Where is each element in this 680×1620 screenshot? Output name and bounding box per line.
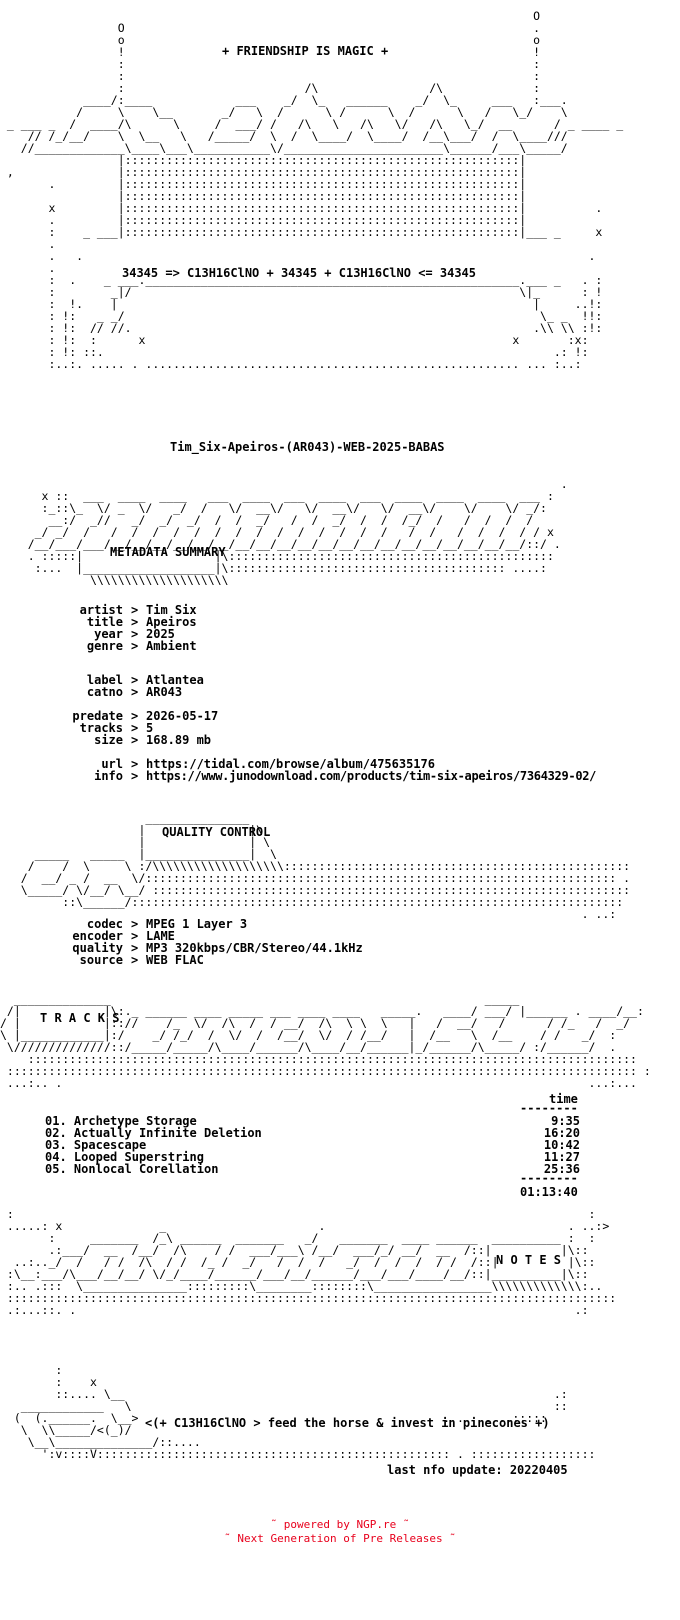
metadata-key: size	[94, 733, 123, 747]
ngp-tagline: ˜ Next Generation of Pre Releases ˜	[224, 1532, 456, 1545]
metadata-value: 2026-05-17	[146, 709, 219, 723]
track-title: Looped Superstring	[73, 1150, 204, 1164]
metadata-key: artist	[79, 603, 123, 617]
metadata-section-title: METADATA SUMMARY	[110, 545, 226, 559]
track-time: 25:36	[543, 1162, 580, 1176]
metadata-value: Apeiros	[146, 615, 197, 629]
motto-text: <(+ C13H16ClNO > feed the horse & invest…	[145, 1416, 550, 1430]
track-number: 01.	[45, 1114, 67, 1128]
metadata-value: 2025	[146, 627, 175, 641]
last-update: last nfo update: 20220405	[387, 1463, 568, 1477]
metadata-value: AR043	[146, 685, 183, 699]
quality-key: source	[79, 953, 123, 967]
metadata-value: Ambient	[146, 639, 197, 653]
time-header-rule: --------	[520, 1101, 578, 1115]
notes-section-title: N O T E S	[496, 1253, 562, 1267]
metadata-key: year	[94, 627, 123, 641]
track-time: 10:42	[543, 1138, 580, 1152]
total-rule: --------	[520, 1171, 578, 1185]
metadata-value: 168.89 mb	[146, 733, 212, 747]
track-time: 11:27	[543, 1150, 580, 1164]
track-time: 9:35	[551, 1114, 580, 1128]
track-row: 03. Spacescape 10:42	[45, 1139, 585, 1151]
track-row: 04. Looped Superstring 11:27	[45, 1151, 585, 1163]
track-row: 01. Archetype Storage 9:35	[45, 1115, 585, 1127]
quality-value: LAME	[146, 929, 175, 943]
quality-section-title: QUALITY CONTROL	[162, 825, 271, 839]
track-row: 02. Actually Infinite Deletion 16:20	[45, 1127, 585, 1139]
metadata-key: title	[86, 615, 123, 629]
info-link[interactable]: https://www.junodownload.com/products/ti…	[146, 769, 597, 783]
metadata-key: predate	[72, 709, 123, 723]
release-name: Tim_Six-Apeiros-(AR043)-WEB-2025-BABAS	[170, 440, 445, 454]
metadata-key: url	[101, 757, 123, 771]
tracks-ascii-art: ______________ _____ /| |\:._ ______ ___…	[0, 993, 651, 1089]
track-number: 03.	[45, 1138, 67, 1152]
metadata-value: 5	[146, 721, 154, 735]
track-time: 16:20	[543, 1126, 580, 1140]
track-row: 05. Nonlocal Corellation 25:36	[45, 1163, 585, 1175]
metadata-key: tracks	[79, 721, 123, 735]
quality-value: WEB FLAC	[146, 953, 204, 967]
track-title: Spacescape	[73, 1138, 147, 1152]
track-title: Archetype Storage	[73, 1114, 197, 1128]
chemical-formula: 34345 => C13H16ClNO + 34345 + C13H16ClNO…	[122, 266, 477, 280]
quality-key: codec	[86, 917, 123, 931]
tracks-section-title: T R A C K S	[40, 1011, 120, 1025]
quality-value: MPEG 1 Layer 3	[146, 917, 248, 931]
total-time: 01:13:40	[520, 1185, 578, 1199]
metadata-key: genre	[86, 639, 123, 653]
quality-key: encoder	[72, 929, 123, 943]
metadata-key: info	[94, 769, 123, 783]
metadata-key: catno	[86, 685, 123, 699]
track-title: Actually Infinite Deletion	[73, 1126, 262, 1140]
time-header: time	[549, 1092, 578, 1106]
track-title: Nonlocal Corellation	[73, 1162, 219, 1176]
metadata-value: Atlantea	[146, 673, 204, 687]
metadata-key: label	[86, 673, 123, 687]
track-number: 04.	[45, 1150, 67, 1164]
url-link[interactable]: https://tidal.com/browse/album/475635176	[146, 757, 435, 771]
metadata-value: Tim Six	[146, 603, 197, 617]
header-banner: + FRIENDSHIP IS MAGIC +	[222, 44, 389, 58]
header-ascii-art: O O . o o !	[6, 10, 624, 370]
quality-key: quality	[72, 941, 123, 955]
quality-value: MP3 320kbps/CBR/Stereo/44.1kHz	[146, 941, 363, 955]
notes-ascii-art: : : .....: x _ . . ..:> : _______ /_\	[6, 1208, 617, 1316]
metadata-ascii-art: . x :: ___ ____ ____ ___ ____ ___ ____ _…	[27, 478, 568, 586]
powered-by[interactable]: ˜ powered by NGP.re ˜	[270, 1518, 410, 1531]
quality-ascii-art: _______________ | |\ | | \ _____ _____ |…	[20, 812, 631, 920]
footer-ascii-art: : : x ::.... \__ .: ____________ \ :: ( …	[13, 1364, 596, 1460]
track-number: 05.	[45, 1162, 67, 1176]
track-number: 02.	[45, 1126, 67, 1140]
